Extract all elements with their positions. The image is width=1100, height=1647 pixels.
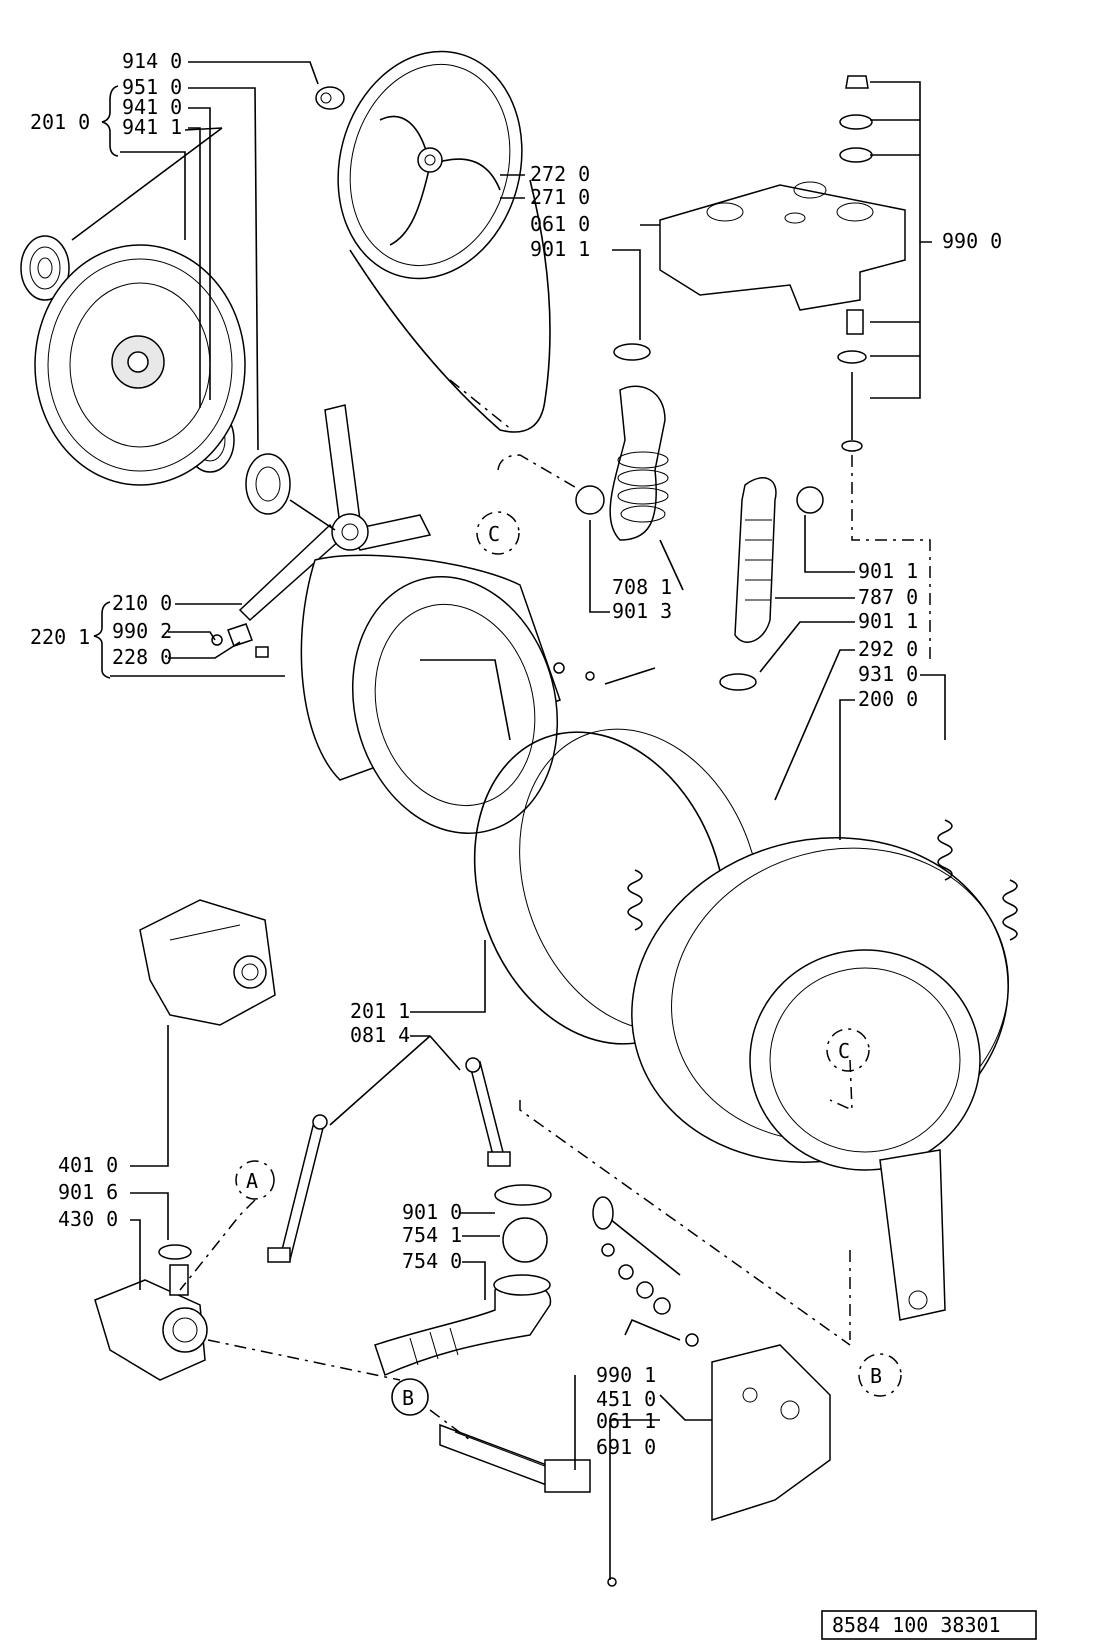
assembly-lines — [179, 379, 931, 1441]
cap-914-icon — [315, 86, 345, 110]
svg-text:B: B — [870, 1364, 882, 1388]
bearing-941-0-icon — [20, 235, 70, 301]
clamp-901-6-icon — [158, 1244, 192, 1260]
label-430-0: 430 0 — [58, 1207, 118, 1231]
callout-b-right: B — [858, 1353, 902, 1397]
screw-icon — [255, 646, 269, 658]
clamp-901-0-icon — [494, 1184, 552, 1206]
drain-hose-icon — [734, 477, 777, 643]
label-271-0: 271 0 — [530, 185, 590, 209]
bellows-hose-icon — [609, 385, 669, 541]
clamp-lower-icon — [719, 673, 757, 691]
label-901-3: 901 3 — [612, 599, 672, 623]
counterweight-hardware-icon — [837, 75, 873, 452]
label-901-6: 901 6 — [58, 1180, 118, 1204]
hose-clamp-icon — [613, 343, 651, 361]
label-754-0: 754 0 — [402, 1249, 462, 1273]
label-990-2: 990 2 — [112, 619, 172, 643]
heating-element-icon — [439, 1423, 617, 1587]
label-990-1: 990 1 — [596, 1363, 656, 1387]
label-914-0: 914 0 — [122, 49, 182, 73]
label-941-1: 941 1 — [122, 115, 182, 139]
label-787-0: 787 0 — [858, 585, 918, 609]
label-901-1b: 901 1 — [858, 559, 918, 583]
sump-hose-754-0-icon — [374, 1274, 552, 1377]
label-061-1: 061 1 — [596, 1409, 656, 1433]
label-754-1: 754 1 — [402, 1223, 462, 1247]
bracket-icon — [227, 623, 253, 647]
spring-left-icon — [627, 869, 643, 931]
label-061-0: 061 0 — [530, 212, 590, 236]
callout-c-left: C — [476, 511, 520, 555]
drain-pump-icon — [94, 1264, 208, 1381]
document-number-box: 8584 100 38301 — [821, 1610, 1037, 1640]
label-292-0: 292 0 — [858, 637, 918, 661]
label-901-1a: 901 1 — [530, 237, 590, 261]
nut-icon — [211, 634, 223, 646]
pulley-wheel-icon — [337, 50, 523, 280]
drive-belt-icon — [349, 179, 551, 433]
callout-c-right: C — [826, 1028, 870, 1072]
label-691-0: 691 0 — [596, 1435, 656, 1459]
clamp-901-3-icon — [575, 485, 605, 515]
spring-right-icon — [1002, 879, 1018, 941]
svg-text:C: C — [838, 1039, 850, 1063]
filter-754-1-icon — [502, 1217, 548, 1263]
document-number: 8584 100 38301 — [832, 1613, 1001, 1637]
group-brackets — [93, 85, 119, 679]
label-990-0: 990 0 — [942, 229, 1002, 253]
label-941-0: 941 0 — [122, 95, 182, 119]
front-tub-icon — [631, 837, 1009, 1321]
label-708-1: 708 1 — [612, 575, 672, 599]
label-201-0: 201 0 — [30, 110, 90, 134]
motor-icon — [139, 899, 276, 1026]
counterweight-top-icon — [659, 181, 906, 311]
ring-icon — [585, 671, 595, 681]
svg-text:C: C — [488, 522, 500, 546]
label-081-4: 081 4 — [350, 1023, 410, 1047]
label-220-1: 220 1 — [30, 625, 90, 649]
bolt-icon — [604, 667, 656, 685]
label-272-0: 272 0 — [530, 162, 590, 186]
clamp-901-1-icon — [796, 486, 824, 514]
callout-a: A — [235, 1160, 275, 1200]
svg-text:B: B — [402, 1386, 414, 1410]
heater-cover-icon — [711, 1344, 831, 1522]
svg-text:A: A — [246, 1169, 258, 1193]
label-201-1: 201 1 — [350, 999, 410, 1023]
label-951-0: 951 0 — [122, 75, 182, 99]
heater-hardware-icon — [592, 1196, 699, 1347]
leader-lines — [71, 61, 946, 1580]
label-228-0: 228 0 — [112, 645, 172, 669]
label-901-1c: 901 1 — [858, 609, 918, 633]
part-number-labels: 914 0 951 0 941 0 941 1 201 0 272 0 271 … — [30, 49, 1002, 1459]
label-901-0: 901 0 — [402, 1200, 462, 1224]
label-931-0: 931 0 — [858, 662, 918, 686]
callout-b-left: B — [391, 1378, 429, 1416]
rear-tub-cover-icon — [34, 244, 246, 486]
shock-absorber-left-icon — [267, 1114, 328, 1263]
drum-icon — [300, 554, 561, 834]
seal-951-0-icon — [245, 453, 291, 515]
label-401-0: 401 0 — [58, 1153, 118, 1177]
shock-absorber-right-icon — [465, 1057, 511, 1167]
label-451-0: 451 0 — [596, 1387, 656, 1411]
washer-icon — [553, 662, 565, 674]
label-200-0: 200 0 — [858, 687, 918, 711]
spring-center-icon — [937, 819, 953, 881]
label-210-0: 210 0 — [112, 591, 172, 615]
drum-spider-icon — [238, 404, 432, 622]
